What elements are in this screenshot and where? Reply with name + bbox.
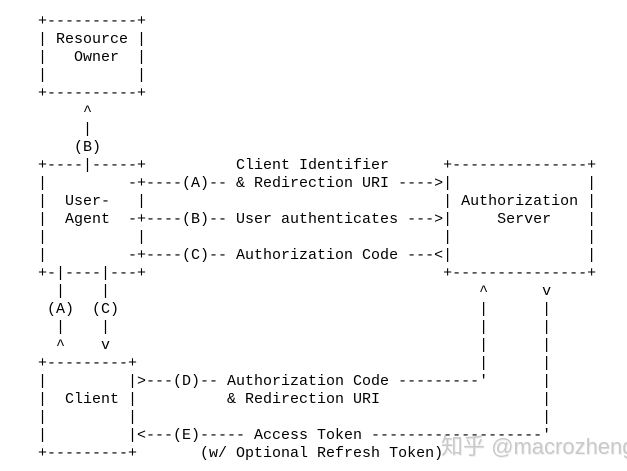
ascii-line-client-box-body: | | | (2, 409, 552, 426)
ascii-line-arrow-stem: | (2, 121, 93, 138)
ascii-line-client-box-bottom-refresh-token: +---------+ (w/ Optional Refresh Token) (2, 445, 444, 462)
ascii-line-useragent-box-bottom: +-|----|---+ +---------------+ (2, 265, 597, 282)
ascii-line-rails-2: | | | | (2, 319, 552, 336)
ascii-line-resource-owner-box-bottom: +----------+ (2, 85, 147, 102)
ascii-line-client-label-redirection-uri: | Client | & Redirection URI | (2, 391, 552, 408)
ascii-line-step-a-redirection-uri: | -+----(A)-- & Redirection URI ---->| | (2, 175, 597, 192)
ascii-line-client-box-top: +---------+ | | (2, 355, 552, 372)
ascii-line-useragent-authorization-server: | User- | | Authorization | (2, 193, 597, 210)
ascii-line-box-sides: | | | | (2, 229, 597, 246)
ascii-line-step-d-authorization-code: | |>---(D)-- Authorization Code --------… (2, 373, 552, 390)
ascii-line-step-c-authorization-code: | -+----(C)-- Authorization Code ---<| | (2, 247, 597, 264)
ascii-line-step-b-label: (B) (2, 139, 102, 156)
ascii-line-arrow-up: ^ (2, 103, 93, 120)
ascii-line-rails-1: | | ^ v (2, 283, 552, 300)
zhihu-watermark: 知乎 @macrozheng (441, 434, 627, 459)
ascii-line-rails-arrows: ^ v | | (2, 337, 552, 354)
ascii-line-resource-owner-box-body: | | (2, 67, 147, 84)
oauth-authorization-code-flow-ascii-diagram: +----------+ | Resource | | Owner | | | … (2, 13, 596, 463)
ascii-line-step-b-user-authenticates: | Agent -+----(B)-- User authenticates -… (2, 211, 597, 228)
ascii-line-resource-owner-label2: | Owner | (2, 49, 147, 66)
ascii-line-useragent-top-client-identifier: +----|-----+ Client Identifier +--------… (2, 157, 597, 174)
ascii-line-resource-owner-label: | Resource | (2, 31, 147, 48)
ascii-line-resource-owner-box-top: +----------+ (2, 13, 147, 30)
ascii-line-step-a-c-labels: (A) (C) | | (2, 301, 552, 318)
ascii-line-step-e-access-token: | |<---(E)----- Access Token -----------… (2, 427, 552, 444)
